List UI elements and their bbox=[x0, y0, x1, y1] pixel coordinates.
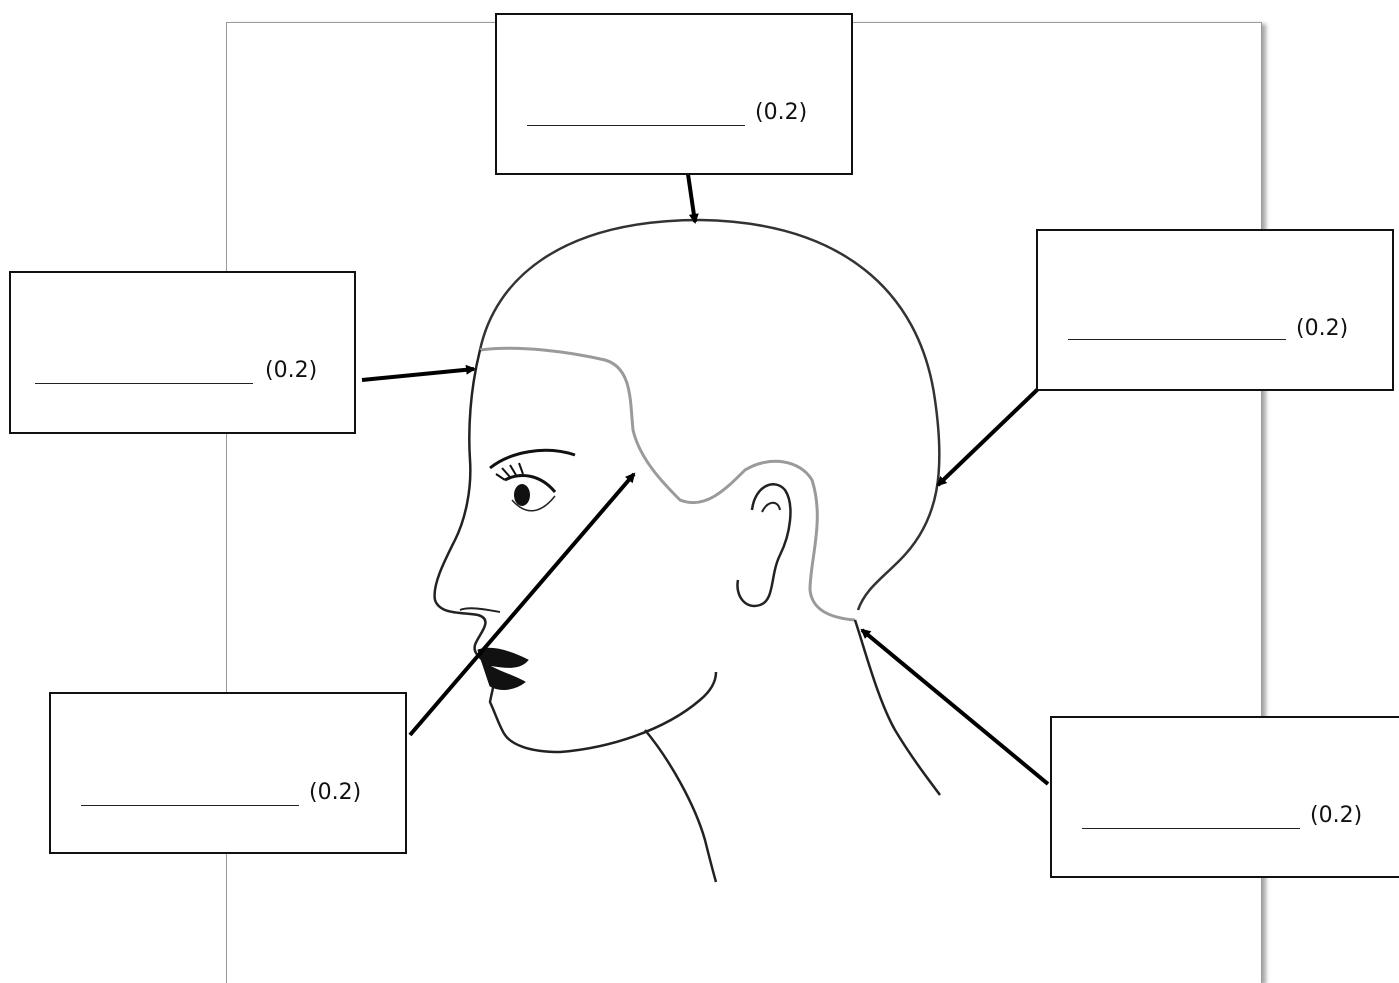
eye-lower bbox=[511, 495, 556, 512]
neck-front bbox=[644, 729, 718, 883]
nostril bbox=[459, 607, 501, 613]
head-outline bbox=[478, 218, 941, 611]
answer-blank[interactable] bbox=[35, 383, 253, 384]
label-box-top: (0.2) bbox=[495, 13, 853, 175]
answer-blank[interactable] bbox=[81, 805, 299, 806]
answer-blank[interactable] bbox=[1082, 828, 1300, 829]
neck-back bbox=[853, 619, 942, 796]
eyebrow bbox=[489, 448, 576, 470]
lips bbox=[477, 647, 529, 690]
eye-iris bbox=[514, 484, 530, 506]
label-box-right: (0.2) bbox=[1036, 229, 1394, 391]
eye-upper bbox=[504, 474, 557, 493]
label-box-left: (0.2) bbox=[9, 271, 356, 434]
ear bbox=[736, 483, 792, 608]
answer-blank[interactable] bbox=[1068, 339, 1286, 340]
points-value: (0.2) bbox=[755, 100, 808, 125]
ear-inner bbox=[761, 501, 781, 513]
points-value: (0.2) bbox=[1310, 803, 1363, 828]
points-value: (0.2) bbox=[265, 358, 318, 383]
points-value: (0.2) bbox=[309, 780, 362, 805]
face-profile bbox=[433, 349, 718, 754]
arrow-left bbox=[361, 364, 476, 382]
arrow-bottom-left bbox=[408, 472, 636, 737]
hairline bbox=[479, 346, 856, 622]
points-value: (0.2) bbox=[1296, 316, 1349, 341]
arrow-right bbox=[936, 387, 1040, 487]
label-box-bottom-left: (0.2) bbox=[49, 692, 407, 854]
answer-blank[interactable] bbox=[527, 125, 745, 126]
label-box-bottom-right: (0.2) bbox=[1050, 716, 1399, 878]
arrow-bottom-right bbox=[860, 628, 1050, 786]
eyelashes bbox=[495, 462, 524, 481]
